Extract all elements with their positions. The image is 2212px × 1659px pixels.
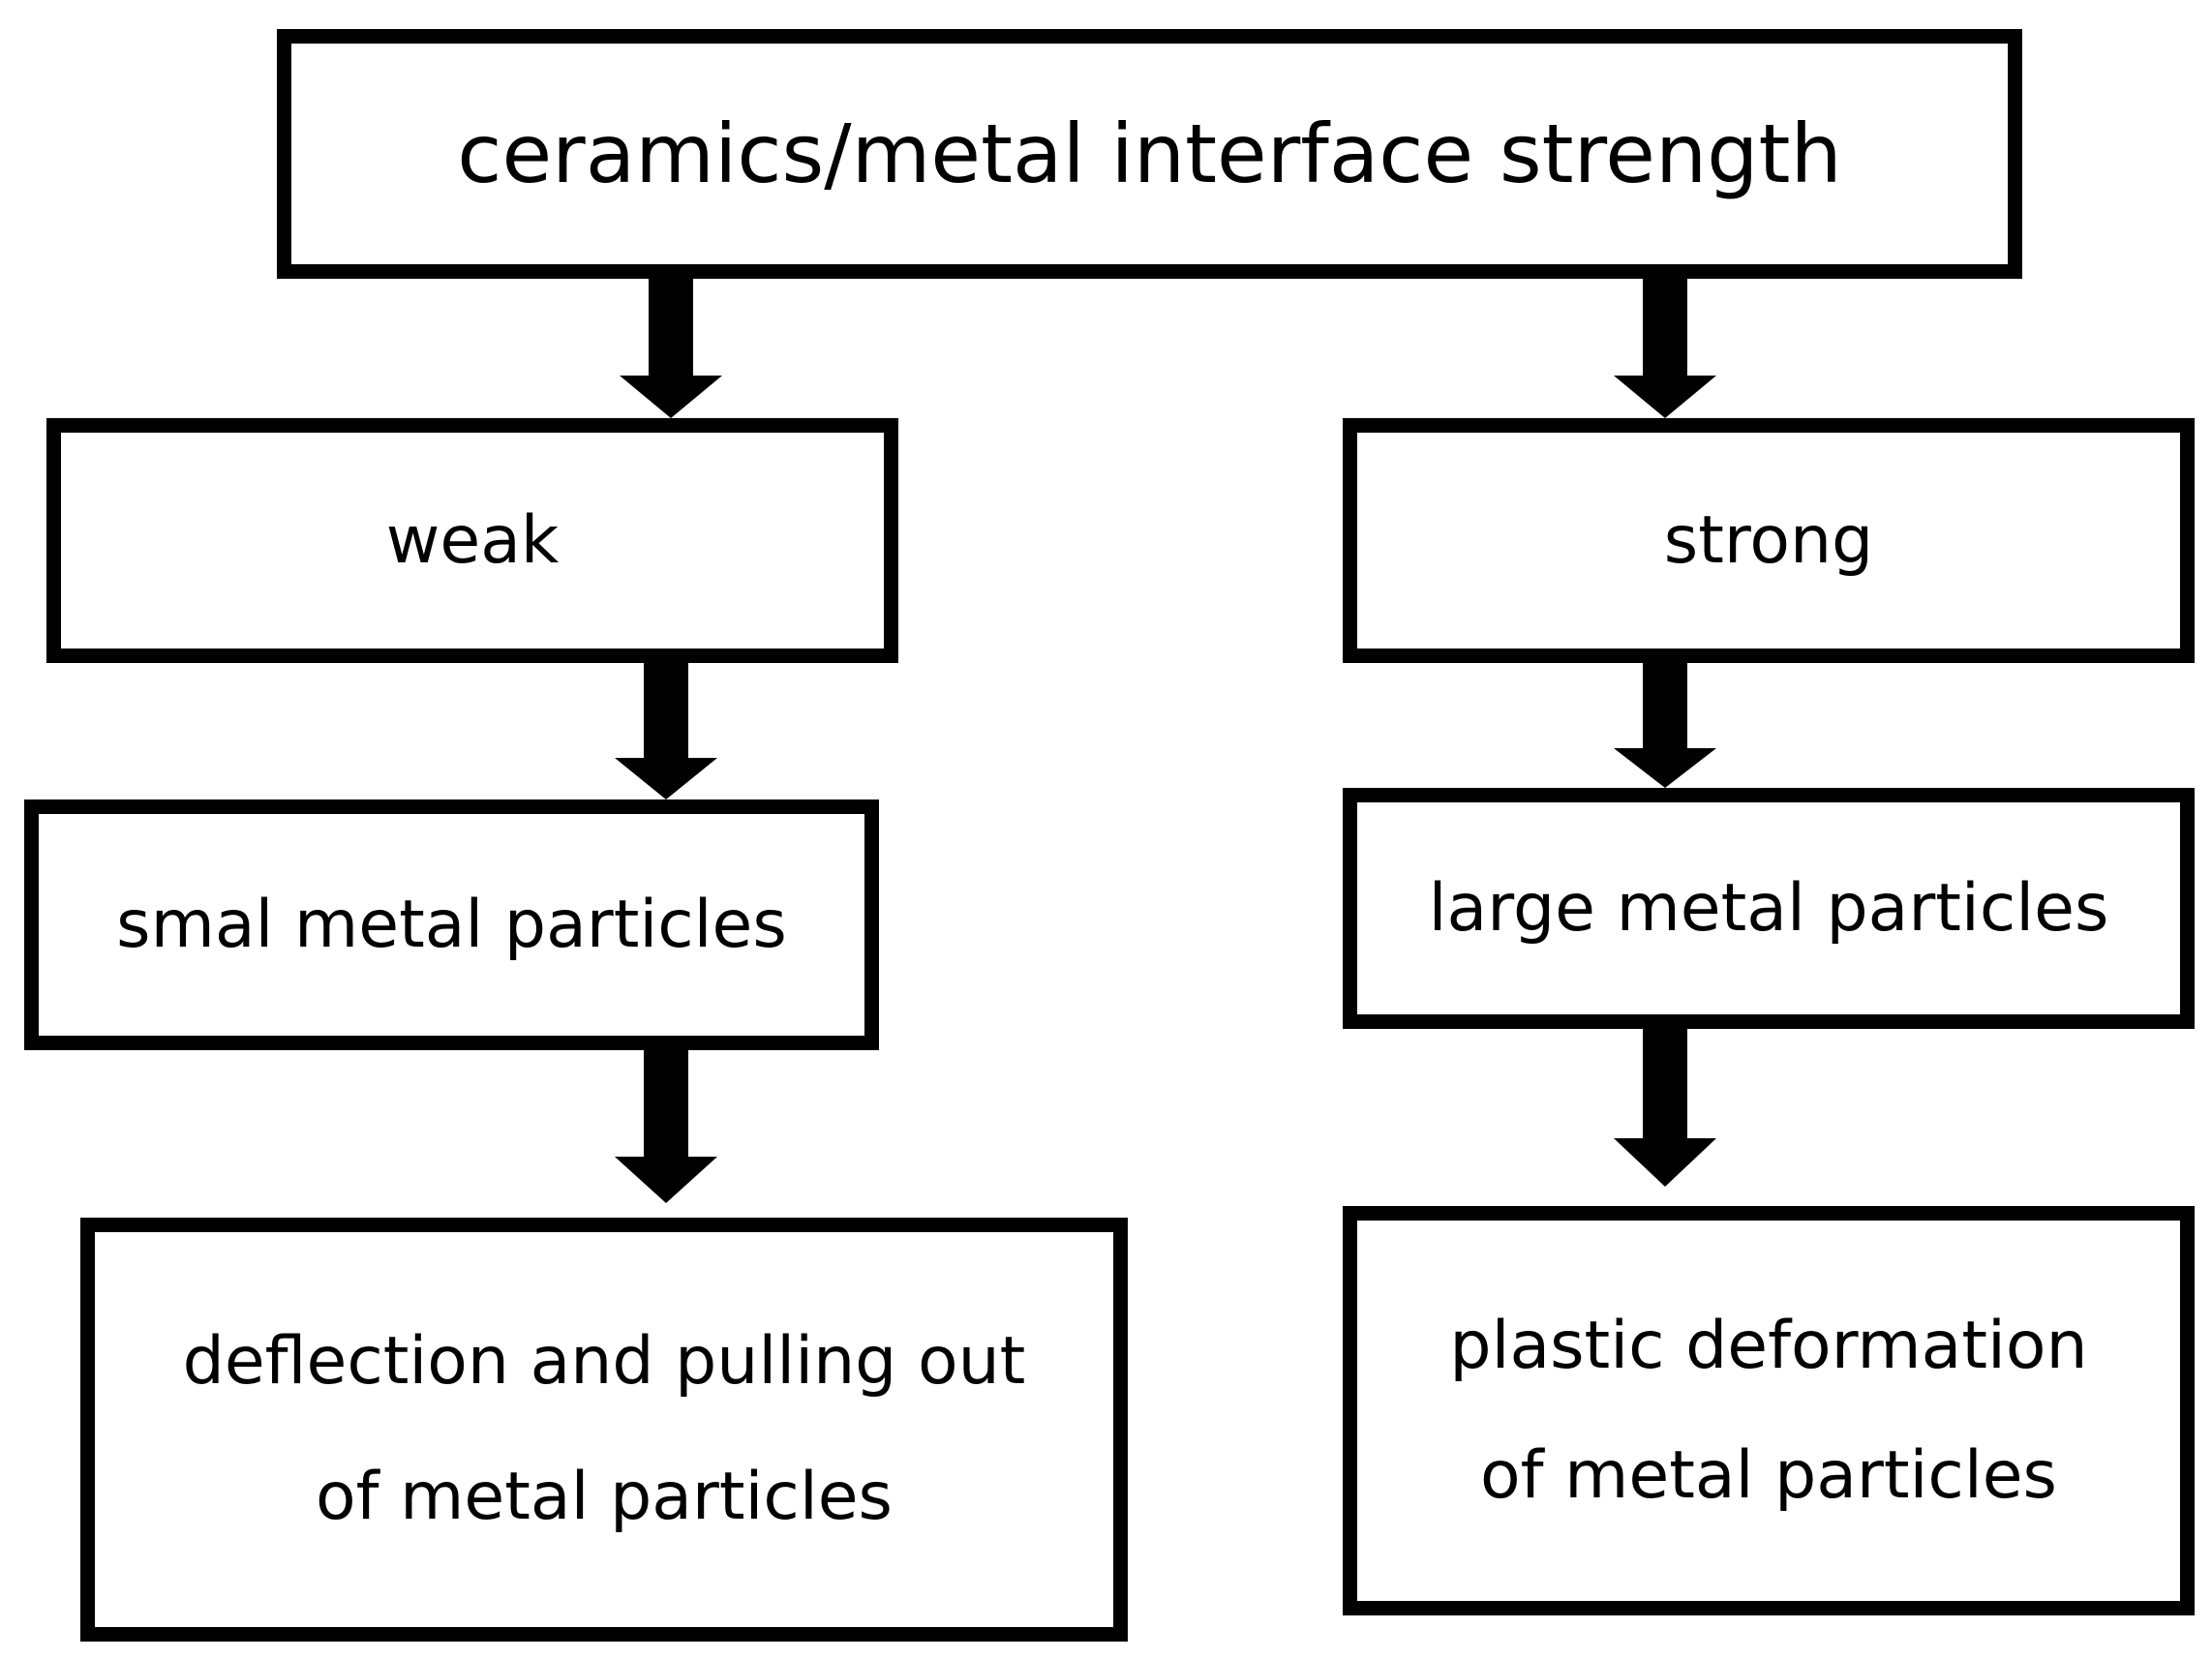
node-small-metal-particles-label: smal metal particles bbox=[116, 887, 787, 963]
node-weak: weak bbox=[46, 418, 898, 663]
node-plastic-line-1: plastic deformation bbox=[1449, 1307, 2088, 1384]
arrow-strong-to-large bbox=[1614, 644, 1716, 788]
node-deflection-pulling-out: deflection and pulling out of metal part… bbox=[80, 1218, 1128, 1642]
node-large-metal-particles: large metal particles bbox=[1343, 788, 2195, 1029]
node-weak-label: weak bbox=[385, 502, 560, 579]
arrow-small-to-deflection bbox=[615, 1050, 717, 1203]
node-plastic-deformation: plastic deformation of metal particles bbox=[1343, 1206, 2195, 1615]
arrow-root-to-strong bbox=[1614, 261, 1716, 418]
node-interface-strength: ceramics/metal interface strength bbox=[277, 29, 2022, 279]
node-plastic-line-2: of metal particles bbox=[1480, 1436, 2057, 1514]
node-strong: strong bbox=[1343, 418, 2195, 663]
node-small-metal-particles: smal metal particles bbox=[24, 799, 879, 1050]
node-strong-label: strong bbox=[1663, 502, 1874, 579]
node-deflection-line-2: of metal particles bbox=[316, 1459, 893, 1535]
arrow-root-to-weak bbox=[620, 279, 722, 418]
arrow-weak-to-small bbox=[615, 663, 717, 799]
node-interface-strength-label: ceramics/metal interface strength bbox=[457, 106, 1842, 201]
node-large-metal-particles-label: large metal particles bbox=[1428, 870, 2109, 947]
node-deflection-line-1: deflection and pulling out bbox=[182, 1323, 1026, 1400]
arrow-large-to-plastic bbox=[1614, 1029, 1716, 1187]
